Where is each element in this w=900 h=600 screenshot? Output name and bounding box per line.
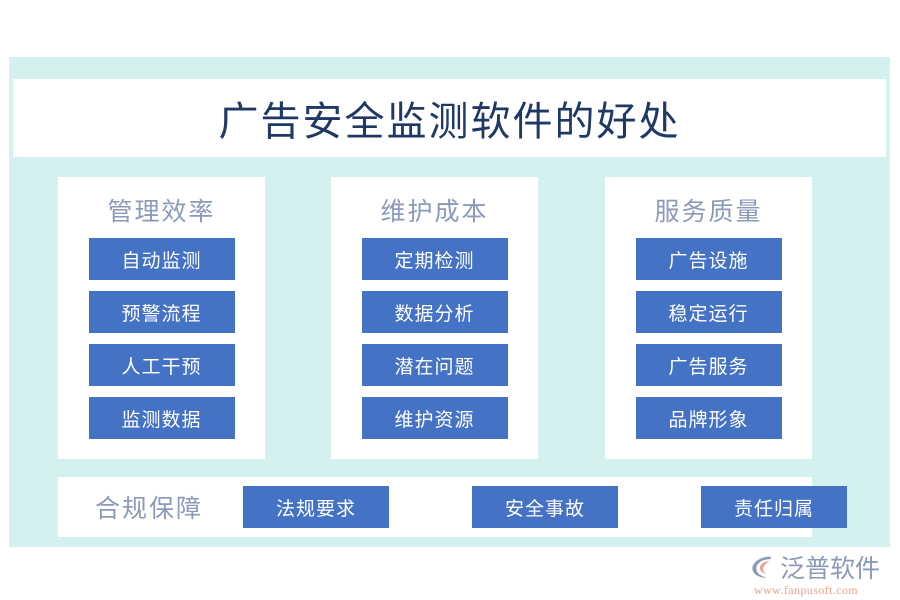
feature-chip[interactable]: 监测数据 [88, 397, 235, 439]
feature-chip[interactable]: 广告服务 [635, 344, 782, 386]
feature-chip[interactable]: 人工干预 [88, 344, 235, 386]
category-heading: 服务质量 [654, 199, 763, 226]
page-title: 广告安全监测软件的好处 [218, 99, 681, 144]
category-card-service-quality: 服务质量 广告设施 稳定运行 广告服务 品牌形象 [605, 177, 812, 459]
feature-chip[interactable]: 广告设施 [635, 238, 782, 280]
category-card-maintenance-cost: 维护成本 定期检测 数据分析 潜在问题 维护资源 [331, 177, 538, 459]
category-heading: 维护成本 [380, 199, 489, 226]
brand-logo: 泛普软件 www.fanpusoft.com [748, 549, 893, 597]
compliance-chip-group: 法规要求 安全事故 责任归属 [243, 486, 848, 528]
feature-chip[interactable]: 安全事故 [472, 486, 619, 528]
feature-chip[interactable]: 数据分析 [361, 291, 508, 333]
category-card-management-efficiency: 管理效率 自动监测 预警流程 人工干预 监测数据 [58, 177, 265, 459]
feature-chip[interactable]: 品牌形象 [635, 397, 782, 439]
fanpu-swoosh-icon [748, 553, 776, 581]
feature-chip[interactable]: 潜在问题 [361, 344, 508, 386]
feature-chip[interactable]: 维护资源 [361, 397, 508, 439]
feature-chip[interactable]: 责任归属 [701, 486, 848, 528]
feature-chip[interactable]: 法规要求 [243, 486, 390, 528]
feature-chip[interactable]: 定期检测 [361, 238, 508, 280]
feature-chip[interactable]: 预警流程 [88, 291, 235, 333]
category-card-compliance: 合规保障 法规要求 安全事故 责任归属 [58, 477, 848, 537]
logo-website-url: www.fanpusoft.com [754, 583, 859, 597]
category-heading: 合规保障 [95, 496, 204, 523]
title-banner: 广告安全监测软件的好处 [13, 79, 886, 157]
feature-chip[interactable]: 稳定运行 [635, 291, 782, 333]
logo-wordmark: 泛普软件 [780, 556, 881, 583]
logo-row: 泛普软件 [748, 549, 893, 585]
feature-chip[interactable]: 自动监测 [88, 238, 235, 280]
category-heading: 管理效率 [107, 199, 216, 226]
